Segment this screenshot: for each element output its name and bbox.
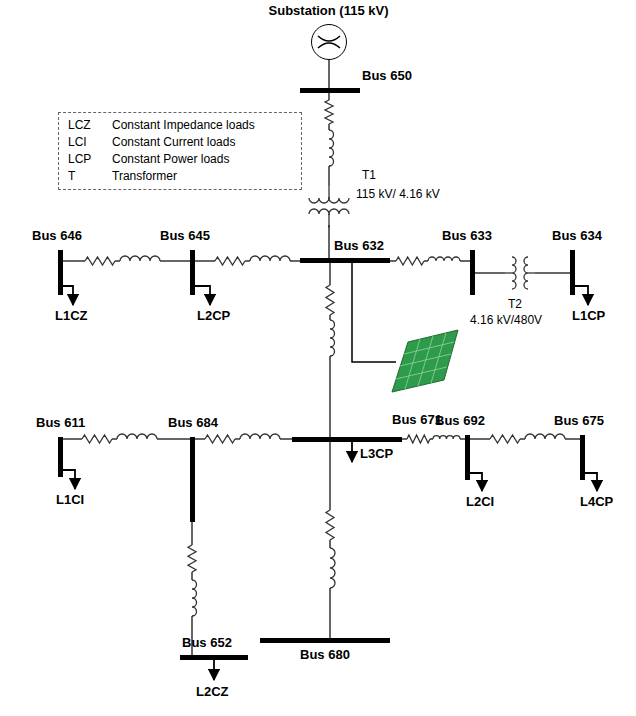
- load-label: L2CI: [466, 494, 494, 509]
- line-gap: [303, 186, 355, 197]
- pv-panel: [392, 330, 458, 392]
- resistor-symbol: [490, 435, 520, 443]
- transformer-label: 115 kV/ 4.16 kV: [356, 187, 440, 201]
- legend-text: Transformer: [112, 169, 177, 183]
- line-gap: [303, 199, 355, 214]
- pv-wire: [352, 263, 396, 362]
- transformer-lead: [328, 214, 329, 228]
- inductor-symbol: [250, 256, 290, 261]
- bus-label: Bus 611: [36, 415, 85, 430]
- load-label: L4CP: [580, 494, 613, 509]
- transformer-label: 4.16 kV/480V: [470, 313, 542, 327]
- substation-symbol: [318, 36, 340, 41]
- legend-key: LCP: [68, 152, 91, 166]
- transformer-lead: [528, 272, 535, 273]
- bus-bar: Bus 611: [58, 437, 63, 477]
- bus-bar: Bus 645: [190, 250, 195, 295]
- inductor-symbol: [433, 436, 460, 439]
- bus-bar: Bus 652: [180, 655, 248, 660]
- transformer-label: T1: [362, 168, 376, 182]
- bus-label: Bus 633: [442, 228, 492, 243]
- legend-text: Constant Current loads: [112, 135, 235, 149]
- feeder-line: [328, 60, 330, 88]
- bus-label: Bus 671: [392, 412, 442, 427]
- bus-bar: Bus 684: [190, 437, 195, 522]
- resistor-symbol: [82, 435, 112, 443]
- bus-bar: Bus 632: [300, 258, 390, 263]
- bus-label: Bus 680: [300, 647, 350, 662]
- bus-bar: Bus 633: [470, 250, 475, 295]
- bus-bar: Bus 671: [292, 437, 402, 442]
- resistor-symbol: [407, 435, 430, 443]
- bus-label: Bus 684: [168, 415, 218, 430]
- inductor-symbol: [192, 580, 197, 616]
- inductor-symbol: [329, 130, 334, 166]
- transformer-coil: [309, 209, 349, 214]
- load-label: L3CP: [360, 446, 393, 461]
- load-label: L2CZ: [196, 684, 229, 699]
- bus-bar: Bus 692: [465, 435, 470, 480]
- feeder-line: [63, 260, 190, 262]
- legend-text: Constant Power loads: [112, 152, 229, 166]
- inductor-symbol: [525, 434, 565, 439]
- inductor-symbol: [120, 256, 160, 261]
- bus-label: Substation (115 kV): [269, 3, 389, 18]
- legend-key: LCZ: [68, 118, 91, 132]
- feeder-line: [328, 93, 330, 258]
- transformer-lead: [505, 272, 512, 273]
- bus-label: Bus 652: [182, 635, 232, 650]
- legend-key: T: [68, 169, 75, 183]
- transformer-lead: [328, 186, 329, 198]
- pv-grid: [396, 333, 454, 389]
- bus-label: Bus 646: [32, 228, 82, 243]
- inductor-symbol: [117, 434, 157, 439]
- bus-label: Bus 645: [160, 228, 210, 243]
- bus-label: Bus 692: [435, 413, 485, 428]
- line-gap: [505, 256, 535, 290]
- bus-label: Bus 650: [362, 68, 412, 83]
- resistor-symbol: [85, 257, 115, 265]
- resistor-symbol: [326, 510, 334, 540]
- inductor-symbol: [240, 434, 280, 439]
- resistor-symbol: [215, 257, 245, 265]
- inductor-symbol: [330, 548, 335, 588]
- transformer-coil: [512, 257, 516, 289]
- load-label: L1CP: [572, 308, 605, 323]
- substation-node: Substation (115 kV): [311, 24, 347, 60]
- feeder-line: [195, 260, 300, 262]
- resistor-symbol: [396, 257, 424, 265]
- bus-label: Bus 675: [554, 413, 604, 428]
- load-arrow: [63, 286, 597, 680]
- bus-label: Bus 632: [334, 238, 384, 253]
- substation-symbol: [318, 43, 340, 48]
- feeder-line: [390, 260, 470, 262]
- bus-bar: Bus 675: [580, 435, 585, 480]
- bus-bar: Bus 680: [260, 638, 390, 643]
- bus-bar: Bus 650: [300, 88, 360, 93]
- load-label: L1CI: [56, 492, 84, 507]
- inductor-symbol: [330, 320, 335, 356]
- bus-bar: Bus 634: [570, 250, 575, 295]
- resistor-symbol: [188, 545, 196, 572]
- bus-label: Bus 634: [552, 228, 602, 243]
- resistor-symbol: [325, 100, 333, 124]
- load-label: L2CP: [197, 308, 230, 323]
- legend-text: Constant Impedance loads: [112, 118, 255, 132]
- resistor-symbol: [326, 285, 334, 315]
- transformer-coil: [309, 198, 349, 203]
- transformer-coil: [524, 257, 528, 289]
- inductor-symbol: [428, 257, 460, 261]
- load-label: L1CZ: [55, 308, 88, 323]
- bus-bar: Bus 646: [58, 250, 63, 295]
- resistor-symbol: [205, 435, 235, 443]
- transformer-label: T2: [508, 297, 522, 311]
- legend-key: LCI: [68, 135, 87, 149]
